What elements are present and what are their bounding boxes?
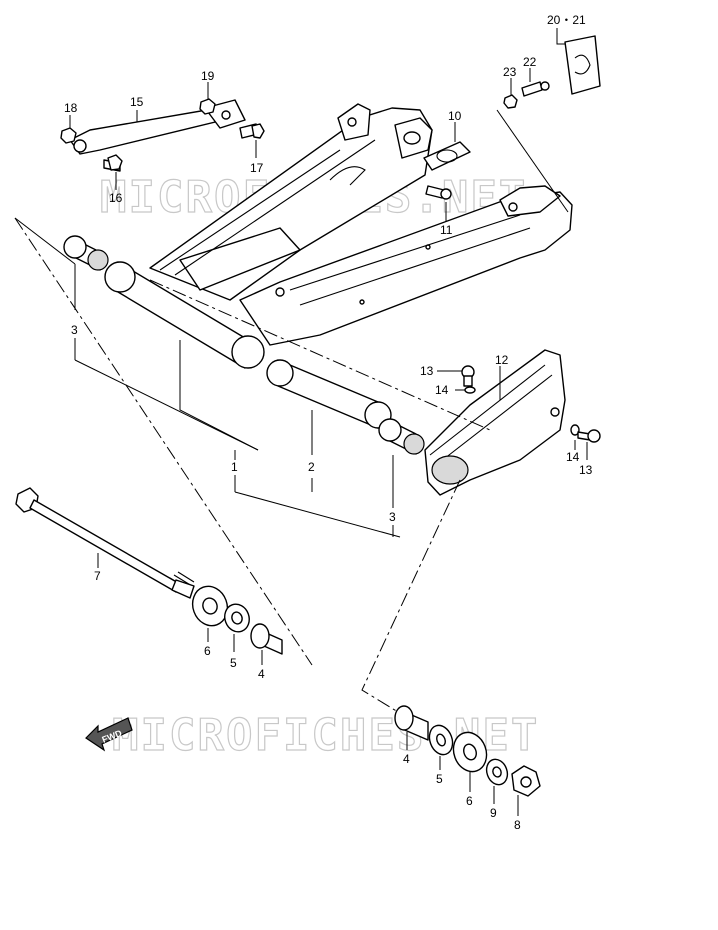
callout-19: 19	[201, 69, 215, 83]
callout-17: 17	[250, 161, 264, 175]
chain-guard	[424, 349, 566, 496]
callout-23: 23	[503, 65, 517, 79]
callout-12: 12	[495, 353, 509, 367]
pivot-tube	[104, 261, 265, 369]
left-washers	[191, 585, 283, 655]
swingarm-frame	[149, 103, 573, 346]
spacer-tube	[266, 359, 392, 429]
callout-22: 22	[523, 55, 537, 69]
callout-13-upper: 13	[420, 364, 434, 378]
callout-10: 10	[448, 109, 462, 123]
bearing-lower	[378, 418, 425, 455]
callout-6-right: 6	[466, 794, 473, 808]
bearing-upper	[63, 235, 109, 271]
callout-labels: 20・21 22 23 19 18 15 10 16 17 11 3 12 13…	[64, 13, 593, 832]
callout-11: 11	[440, 223, 453, 237]
torque-rod	[69, 99, 246, 155]
callout-14-upper: 14	[435, 383, 449, 397]
callout-16: 16	[109, 191, 123, 205]
callout-14-right: 14	[566, 450, 580, 464]
callout-5-right: 5	[436, 772, 443, 786]
callout-6-left: 6	[204, 644, 211, 658]
callout-9: 9	[490, 806, 497, 820]
callout-13-right: 13	[579, 463, 593, 477]
callout-7: 7	[94, 569, 101, 583]
callout-1: 1	[231, 460, 238, 474]
right-hardware	[394, 705, 541, 797]
callout-20-21: 20・21	[547, 13, 586, 27]
callout-4-left: 4	[258, 667, 265, 681]
callout-2: 2	[308, 460, 315, 474]
callout-15: 15	[130, 95, 144, 109]
pivot-shaft	[15, 487, 195, 599]
fasteners	[60, 35, 601, 443]
callout-8: 8	[514, 818, 521, 832]
leader-lines	[14, 28, 588, 816]
callout-5-left: 5	[230, 656, 237, 670]
callout-4-right: 4	[403, 752, 410, 766]
callout-3-upper: 3	[71, 323, 78, 337]
callout-3-lower: 3	[389, 510, 396, 524]
callout-18: 18	[64, 101, 78, 115]
